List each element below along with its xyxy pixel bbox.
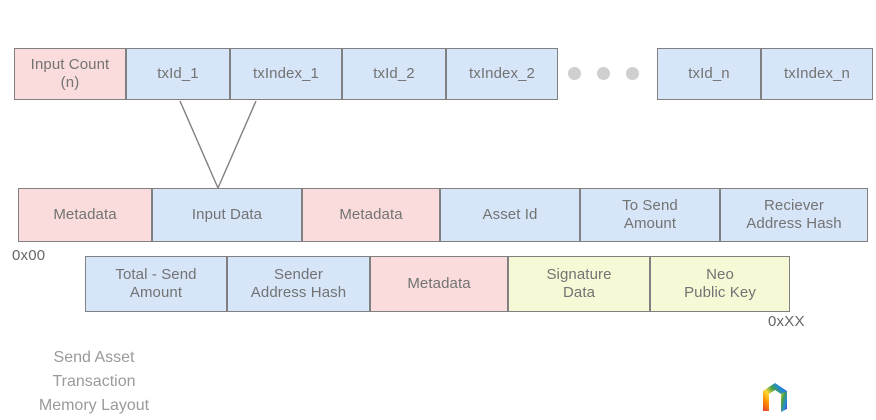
cell-metadata-3[interactable]: Metadata (370, 256, 508, 312)
ellipsis-dot (597, 67, 610, 80)
cell-txindex-2[interactable]: txIndex_2 (446, 48, 558, 100)
cell-txid-1[interactable]: txId_1 (126, 48, 230, 100)
cell-txid-2[interactable]: txId_2 (342, 48, 446, 100)
address-start-label: 0x00 (12, 247, 46, 264)
diagram-caption: Send Asset Transaction Memory Layout (38, 349, 150, 414)
cell-to-send-amount[interactable]: To Send Amount (580, 188, 720, 242)
cell-txindex-1[interactable]: txIndex_1 (230, 48, 342, 100)
neo-rainbow-logo-icon (763, 383, 787, 412)
cell-reciever-address-hash[interactable]: Reciever Address Hash (720, 188, 868, 242)
cell-txid-n[interactable]: txId_n (657, 48, 761, 100)
cell-input-data[interactable]: Input Data (152, 188, 302, 242)
ellipsis-dots (568, 67, 639, 80)
address-end-label: 0xXX (768, 313, 805, 330)
cell-metadata-2[interactable]: Metadata (302, 188, 440, 242)
ellipsis-dot (626, 67, 639, 80)
cell-signature-data[interactable]: Signature Data (508, 256, 650, 312)
cell-txindex-n[interactable]: txIndex_n (761, 48, 873, 100)
ellipsis-dot (568, 67, 581, 80)
cell-metadata-1[interactable]: Metadata (18, 188, 152, 242)
cell-neo-public-key[interactable]: Neo Public Key (650, 256, 790, 312)
cell-sender-address-hash[interactable]: Sender Address Hash (227, 256, 370, 312)
cell-total-send-amount[interactable]: Total - Send Amount (85, 256, 227, 312)
cell-asset-id[interactable]: Asset Id (440, 188, 580, 242)
cell-input-count[interactable]: Input Count (n) (14, 48, 126, 100)
